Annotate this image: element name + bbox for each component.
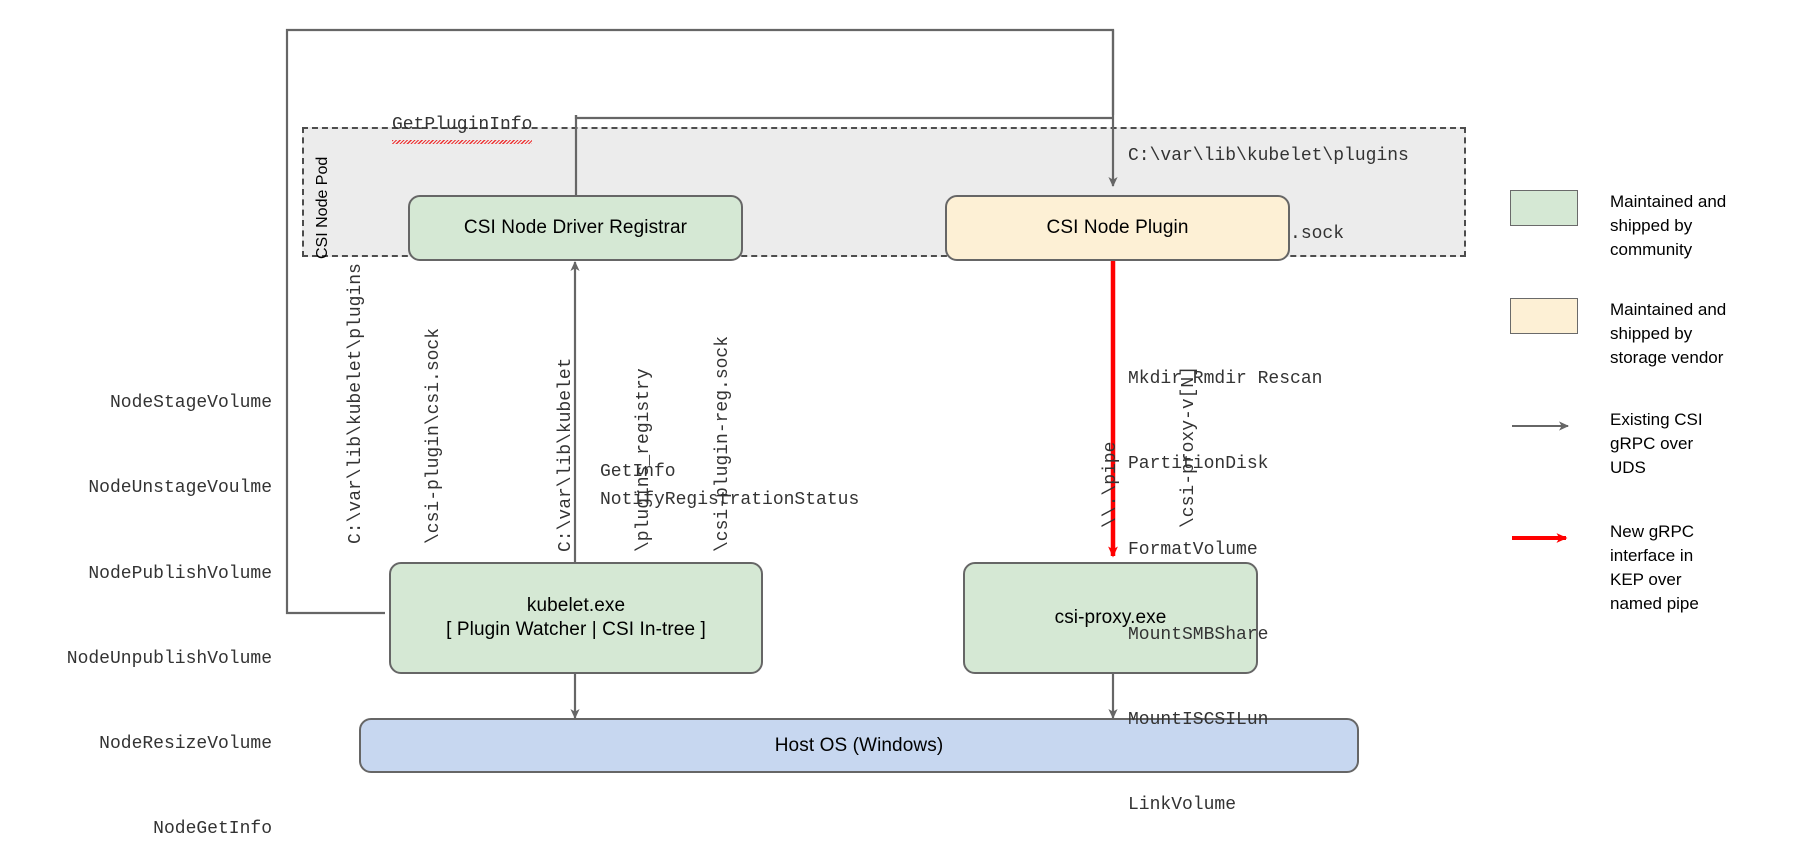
csi-node-pod-label: CSI Node Pod xyxy=(314,156,331,259)
legend-item-existing-csi: Existing CSI gRPC over UDS xyxy=(1510,408,1703,480)
legend-label-community: Maintained and shipped by community xyxy=(1610,192,1727,260)
node-csi-node-driver-registrar[interactable]: CSI Node Driver Registrar xyxy=(408,195,743,261)
node-kubelet-exe-sublabel: [ Plugin Watcher | CSI In-tree ] xyxy=(446,619,706,640)
get-plugin-info-text: GetPluginInfo xyxy=(392,113,533,144)
list-item: NodeGetInfo xyxy=(153,819,272,840)
legend-item-vendor: Maintained and shipped by storage vendor xyxy=(1510,298,1726,370)
csi-sock-path-line-1: C:\var\lib\kubelet\plugins xyxy=(1128,146,1409,167)
node-kubelet-exe-label: kubelet.exe xyxy=(526,595,626,617)
list-item: FormatVolume xyxy=(1128,539,1258,560)
node-host-os[interactable]: Host OS (Windows) xyxy=(359,718,1359,773)
list-item: NodeStageVolume xyxy=(109,392,272,413)
rotated-path-line-1: C:\var\lib\kubelet\plugins xyxy=(346,263,367,544)
red-arrow-icon xyxy=(1510,520,1578,556)
list-item: NodeResizeVolume xyxy=(99,734,272,755)
legend-swatch-community-icon xyxy=(1510,190,1578,226)
list-item: NodePublishVolume xyxy=(88,563,272,584)
gray-arrow-icon xyxy=(1510,408,1578,444)
get-plugin-info-label: GetPluginInfo xyxy=(392,113,533,144)
legend-swatch-vendor-icon xyxy=(1510,298,1578,334)
legend-item-new-grpc: New gRPC interface in KEP over named pip… xyxy=(1510,520,1699,617)
list-item: PartitionDisk xyxy=(1128,454,1269,475)
list-item: NodeUnpublishVolume xyxy=(66,648,272,669)
node-csi-node-plugin[interactable]: CSI Node Plugin xyxy=(945,195,1290,261)
node-csi-node-driver-registrar-label: CSI Node Driver Registrar xyxy=(463,217,688,239)
rotated-path-line-2: \csi-plugin\csi.sock xyxy=(424,327,445,544)
pipe-path-line-1: \\.\pipe xyxy=(1101,441,1122,528)
list-item: NodeUnstageVoulme xyxy=(88,478,272,499)
node-host-os-label: Host OS (Windows) xyxy=(774,734,944,756)
list-item: MountISCSILun xyxy=(1128,710,1269,731)
legend: Maintained and shipped by community Main… xyxy=(1510,190,1810,650)
csi-proxy-api-call-list: Mkdir Rmdir Rescan PartitionDisk FormatV… xyxy=(1128,308,1322,842)
node-csi-proxy-exe-label: csi-proxy.exe xyxy=(1054,607,1167,629)
legend-label-vendor: Maintained and shipped by storage vendor xyxy=(1610,300,1727,368)
kubelet-csi-socket-path-rotated: C:\var\lib\kubelet\plugins \csi-plugin\c… xyxy=(291,263,500,544)
legend-label-new-grpc: New gRPC interface in KEP over named pip… xyxy=(1610,522,1699,614)
node-csi-node-plugin-label: CSI Node Plugin xyxy=(1046,217,1189,239)
list-item: LinkVolume xyxy=(1128,795,1237,816)
node-kubelet-exe[interactable]: kubelet.exe [ Plugin Watcher | CSI In-tr… xyxy=(389,562,763,674)
csi-node-service-call-list: NodeStageVolume NodeUnstageVoulme NodePu… xyxy=(0,332,272,842)
legend-label-existing-csi: Existing CSI gRPC over UDS xyxy=(1610,410,1703,478)
registry-path-line-1: C:\var\lib\kubelet xyxy=(556,357,577,552)
registrar-call-list: GetInfo NotifyRegistrationStatus xyxy=(600,402,859,570)
legend-item-community: Maintained and shipped by community xyxy=(1510,190,1726,262)
list-item: MountSMBShare xyxy=(1128,624,1269,645)
list-item: GetInfo NotifyRegistrationStatus xyxy=(600,462,860,511)
node-csi-proxy-exe[interactable]: csi-proxy.exe xyxy=(963,562,1258,674)
list-item: Mkdir Rmdir Rescan xyxy=(1128,368,1323,389)
